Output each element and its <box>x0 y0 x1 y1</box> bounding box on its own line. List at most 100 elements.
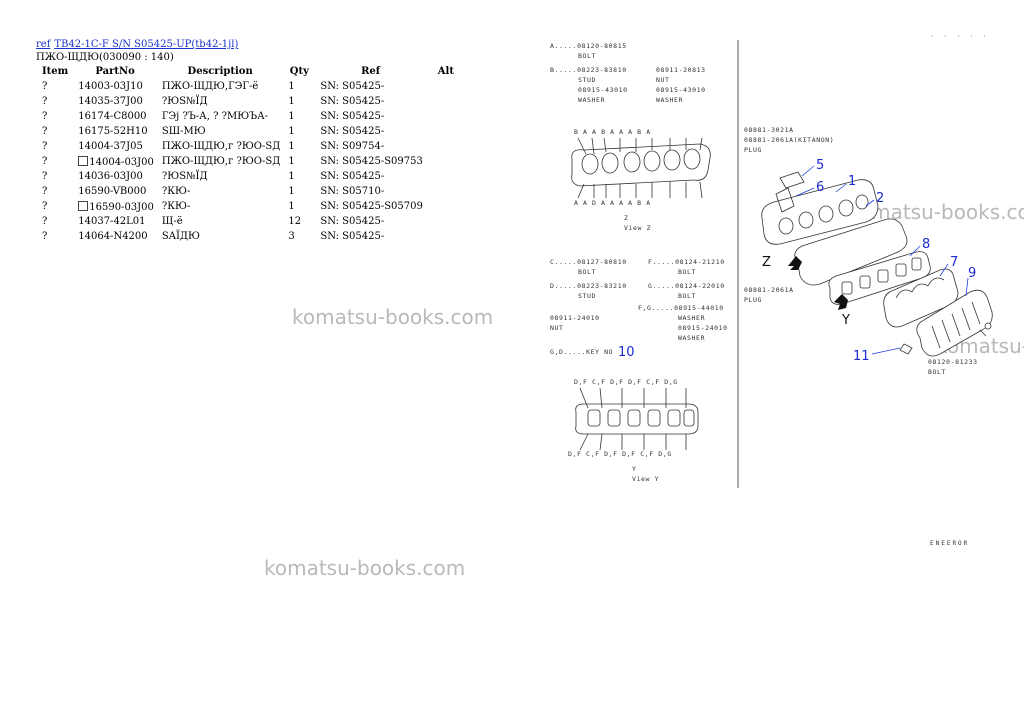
footer-code: ENEEROR <box>930 540 970 547</box>
cell-item: ? <box>38 214 74 229</box>
cell-qty-text: 1 <box>288 156 295 167</box>
cell-description: ПЖО-ЩДЮ,г ?ЮО-SД <box>158 139 284 154</box>
ref-link[interactable]: ref <box>36 39 51 50</box>
spec-c3b: NUT <box>550 324 564 332</box>
cell-qty-text: 1 <box>288 171 295 182</box>
cell-description: ГЭј ?Ъ-А, ? ?МЮЪА- <box>158 109 284 124</box>
cell-qty: 1 <box>284 109 316 124</box>
view-z-drawing: B A A B A A A B A A A D A A A A B A <box>571 128 711 207</box>
cell-ref: SN: S05425- <box>316 214 427 229</box>
spec-b-line2r: 08911-20813 <box>656 66 706 74</box>
cell-ref: SN: S09754- <box>316 139 427 154</box>
cell-item: ? <box>38 199 74 214</box>
cell-description: SAЇДЮ <box>158 229 284 244</box>
header-partno: PartNo <box>95 66 135 77</box>
cell-qty: 1 <box>284 124 316 139</box>
cell-partno: 14035-37J00 <box>74 94 158 109</box>
cell-qty-text: 1 <box>288 186 295 197</box>
cell-partno-text: 14037-42L01 <box>78 216 146 227</box>
cell-description-text: ПЖО-ЩДЮ,ГЭГ-ё <box>161 81 259 92</box>
cell-item-text: ? <box>42 126 48 137</box>
cell-ref: SN: S05425- <box>316 169 427 184</box>
callout-11: 11 <box>853 349 870 364</box>
cell-description-text: ?ЮS№ЇД <box>161 171 208 182</box>
cell-partno-text: 14036-03J00 <box>78 171 143 182</box>
cell-item: ? <box>38 139 74 154</box>
cell-description-text: ГЭј ?Ъ-А, ? ?МЮЪА- <box>161 111 269 122</box>
cell-item: ? <box>38 79 74 94</box>
cell-partno-text: 16590-VB000 <box>78 186 147 197</box>
svg-text:A A D A A A A B A: A A D A A A A B A <box>574 199 651 207</box>
callout-7: 7 <box>950 255 958 270</box>
table-row: ? 14064-N4200 SAЇДЮ 3 SN: S05425- <box>38 229 467 244</box>
cell-partno-text: 16174-C8000 <box>78 111 147 122</box>
cell-qty: 3 <box>284 229 316 244</box>
cell-partno: 14064-N4200 <box>74 229 158 244</box>
cell-description-text: SAЇДЮ <box>161 231 200 242</box>
manifold-assembly <box>761 171 993 357</box>
cell-description-text: ?КЮ- <box>161 201 191 212</box>
cell-partno-text: 14004-03J00 <box>89 156 154 168</box>
arrow-y-letter: Y <box>841 313 850 328</box>
cell-partno-text: 16175-52H10 <box>78 126 148 137</box>
cell-qty: 1 <box>284 169 316 184</box>
cell-partno: 14003-03J10 <box>74 79 158 94</box>
cell-qty-text: 1 <box>288 96 295 107</box>
cell-item: ? <box>38 124 74 139</box>
cell-description: Щ-ё <box>158 214 284 229</box>
cell-qty: 1 <box>284 154 316 169</box>
cell-item: ? <box>38 94 74 109</box>
cell-qty-text: 1 <box>288 81 295 92</box>
spec-b-line3r: 08915-43010 <box>656 86 706 94</box>
cell-item: ? <box>38 229 74 244</box>
cell-item: ? <box>38 184 74 199</box>
cell-ref: SN: S05425- <box>316 229 427 244</box>
parts-table: Item PartNo Description Qty Ref Alt ?140… <box>38 65 467 244</box>
checkbox[interactable] <box>78 155 89 166</box>
cell-qty-text: 1 <box>288 201 295 212</box>
cell-alt <box>427 169 467 184</box>
cell-alt <box>427 229 467 244</box>
arrow-z-letter: Z <box>762 255 771 270</box>
table-row: ? 14004-37J05 ПЖО-ЩДЮ,г ?ЮО-SД 1 SN: S09754- <box>38 139 467 154</box>
spec-c1: C.....08127-80810 <box>550 258 627 266</box>
diagram-svg: A.....08120-80815 BOLT B.....08223-83810… <box>550 40 993 488</box>
cell-qty: 1 <box>284 139 316 154</box>
bolt-l1: 08120-81233 <box>928 358 978 366</box>
cell-qty: 12 <box>284 214 316 229</box>
spec-a-line1: A.....08120-80815 <box>550 42 627 50</box>
callout-10: 10 <box>618 345 635 360</box>
cell-partno: 14004-03J00 <box>74 154 158 169</box>
view-y-arrow <box>834 294 848 310</box>
spec-c2b: STUD <box>578 292 596 300</box>
checkbox[interactable] <box>78 200 89 211</box>
cell-qty-text: 1 <box>288 111 295 122</box>
cell-ref-text: SN: S05425-S05709 <box>320 201 423 212</box>
cell-partno-text: 14064-N4200 <box>78 231 148 242</box>
cell-qty: 1 <box>284 94 316 109</box>
model-link[interactable]: TB42-1C-F S/N S05425-UP(tb42-1jl) <box>54 39 239 50</box>
cell-partno: 16174-C8000 <box>74 109 158 124</box>
spec-b-line2b: STUD <box>578 76 596 84</box>
spec-c3br: WASHER <box>678 314 705 322</box>
cell-ref-text: SN: S05425- <box>320 81 385 92</box>
cell-description-text: ?ЮS№ЇД <box>161 96 208 107</box>
cell-qty-text: 1 <box>288 141 295 152</box>
cell-partno-text: 14004-37J05 <box>78 141 143 152</box>
cell-item-text: ? <box>42 201 48 212</box>
top-right-marks: · · · · · <box>930 33 990 40</box>
cell-ref-text: SN: S05425- <box>320 231 385 242</box>
view-y-drawing: D,F C,F D,F D,F C,F D,G D,F C,F D,F D,F … <box>568 378 699 458</box>
plug-bottom-l1: 08881-2061A <box>744 286 794 294</box>
bolt-l2: BOLT <box>928 368 946 376</box>
spec-c2r: G.....08124-22010 <box>648 282 725 290</box>
